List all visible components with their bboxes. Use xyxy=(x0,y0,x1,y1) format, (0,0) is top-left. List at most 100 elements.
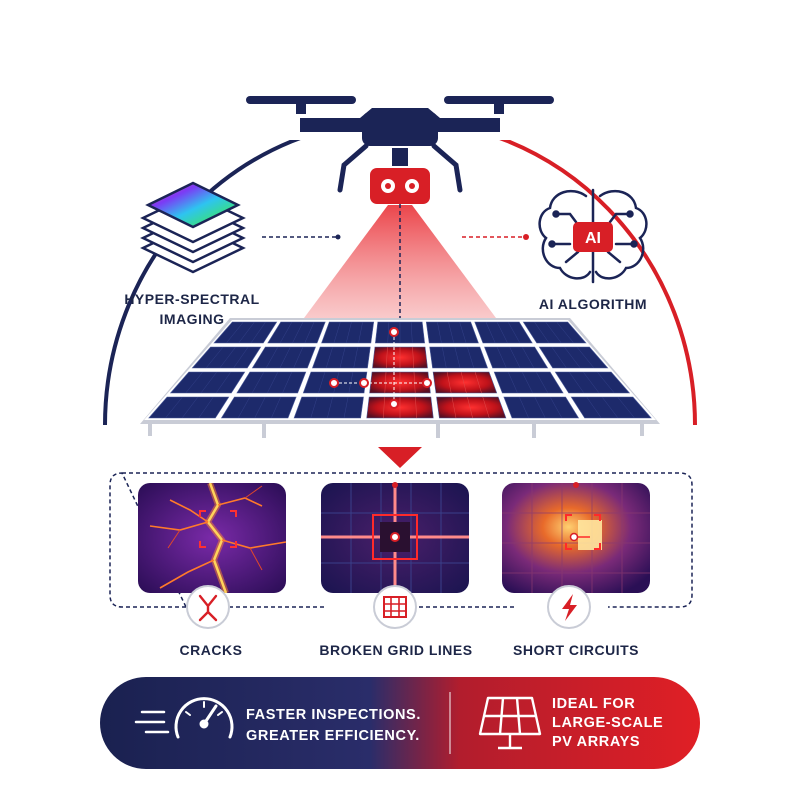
panel-cell xyxy=(538,346,609,369)
panel-cell-line xyxy=(250,321,266,344)
benefits-banner: FASTER INSPECTIONS. GREATER EFFICIENCY. … xyxy=(100,677,700,769)
panel-cell-line xyxy=(534,396,546,419)
panel-cell xyxy=(213,321,278,344)
panel-cell-line xyxy=(327,396,333,419)
panel-cell-line xyxy=(617,396,635,419)
panel-cell-line xyxy=(549,396,563,419)
panel-cell xyxy=(236,371,307,394)
panel-cell xyxy=(311,346,371,369)
panel-cell xyxy=(429,346,489,369)
panel-cell-line xyxy=(345,321,352,344)
drone-icon xyxy=(246,96,554,204)
panel-cell xyxy=(169,371,246,394)
panel-cell-line xyxy=(226,321,244,344)
panel-cell-line xyxy=(583,371,600,394)
panel-cell-line xyxy=(451,396,457,419)
panel-cell-line xyxy=(467,396,473,419)
hot-panel-cell xyxy=(436,396,507,419)
heat-marker-lines xyxy=(334,332,427,404)
hyperspectral-layers-icon xyxy=(140,181,246,274)
panel-cell-line xyxy=(545,321,562,344)
panel-cell-line xyxy=(205,346,224,369)
panel-cell-line xyxy=(459,321,467,344)
panel-cell-line xyxy=(251,371,265,394)
panel-cell xyxy=(493,371,564,394)
short-circuit-thumbnail xyxy=(502,482,650,593)
panel-cell xyxy=(570,396,652,419)
panel-cell-line xyxy=(304,321,315,344)
defect-label-short: SHORT CIRCUITS xyxy=(513,642,639,658)
broken-grid-thumbnail xyxy=(321,482,469,593)
panel-cell xyxy=(251,346,316,369)
panel-cell-line xyxy=(448,321,455,344)
heat-marker xyxy=(389,327,399,337)
solar-panel-icon xyxy=(478,696,542,750)
panel-cell-line xyxy=(233,346,249,369)
panel-cell-line xyxy=(292,321,304,344)
panel-cell-line xyxy=(446,371,452,394)
ai-algorithm-label: AI ALGORITHM xyxy=(539,296,647,312)
panel-cell-line xyxy=(265,346,279,369)
panel-cell-line xyxy=(237,396,251,419)
panel-cell-line xyxy=(521,371,533,394)
hot-panel-cell xyxy=(432,371,498,394)
panel-cell-line xyxy=(267,371,279,394)
panel-cell-line xyxy=(460,371,467,394)
panel-cell-line xyxy=(293,346,304,369)
cracks-thumbnail xyxy=(138,483,286,593)
panel-cell-line xyxy=(200,371,217,394)
panel-cell-line xyxy=(165,396,183,419)
panel-cell-line xyxy=(254,396,266,419)
ai-chip-icon xyxy=(573,222,613,252)
panel-cell-line xyxy=(586,396,602,419)
panel-cell-line xyxy=(410,321,413,344)
panel-cell-line xyxy=(181,396,199,419)
panel-cell-line xyxy=(238,321,255,344)
panel-cell xyxy=(267,321,326,344)
panel-cell-line xyxy=(597,371,615,394)
panel-cell-line xyxy=(215,371,231,394)
panel-cell-line xyxy=(507,321,521,344)
banner-right-line2: LARGE-SCALE xyxy=(552,715,663,731)
defect-label-grid: BROKEN GRID LINES xyxy=(319,642,472,658)
panel-cell xyxy=(425,321,479,344)
panel-cell-line xyxy=(358,321,363,344)
panel-cell-line xyxy=(279,346,291,369)
panel-cell-line xyxy=(564,346,581,369)
panel-cell-line xyxy=(343,396,349,419)
panel-cell-line xyxy=(454,346,461,369)
panel-cell-line xyxy=(521,346,535,369)
heat-marker xyxy=(389,399,399,409)
panel-cell-line xyxy=(333,321,341,344)
panel-cell-line xyxy=(387,321,390,344)
panel-cell-line xyxy=(556,321,574,344)
banner-left-line2: GREATER EFFICIENCY. xyxy=(246,728,420,744)
panel-cell xyxy=(554,371,631,394)
panel-cell xyxy=(220,396,297,419)
panel-cell-line xyxy=(441,346,447,369)
panel-cell-line xyxy=(569,371,585,394)
panel-cell-line xyxy=(310,396,318,419)
panel-cell xyxy=(484,346,549,369)
panel-cell-line xyxy=(282,371,293,394)
panel-cell-line xyxy=(467,346,475,369)
panel-cell-line xyxy=(576,346,595,369)
defects-container xyxy=(109,472,693,608)
hyperspectral-label-line1: HYPER-SPECTRAL xyxy=(124,291,259,307)
panel-cell xyxy=(503,396,580,419)
heat-marker xyxy=(422,378,432,388)
panel-cell-line xyxy=(507,371,518,394)
panel-cell-line xyxy=(534,321,550,344)
panel-cell-line xyxy=(519,396,529,419)
lightning-bolt-icon xyxy=(547,585,591,629)
panel-cell-line xyxy=(325,346,333,369)
banner-right-line3: PV ARRAYS xyxy=(552,734,640,750)
panel-cell-line xyxy=(509,346,521,369)
banner-left-line1: FASTER INSPECTIONS. xyxy=(246,707,421,723)
ai-chip-text: AI xyxy=(585,230,601,247)
panel-cell-line xyxy=(485,321,496,344)
hyperspectral-label-line2: IMAGING xyxy=(160,311,225,327)
panel-cell-line xyxy=(437,321,442,344)
panel-cell-line xyxy=(412,346,415,369)
